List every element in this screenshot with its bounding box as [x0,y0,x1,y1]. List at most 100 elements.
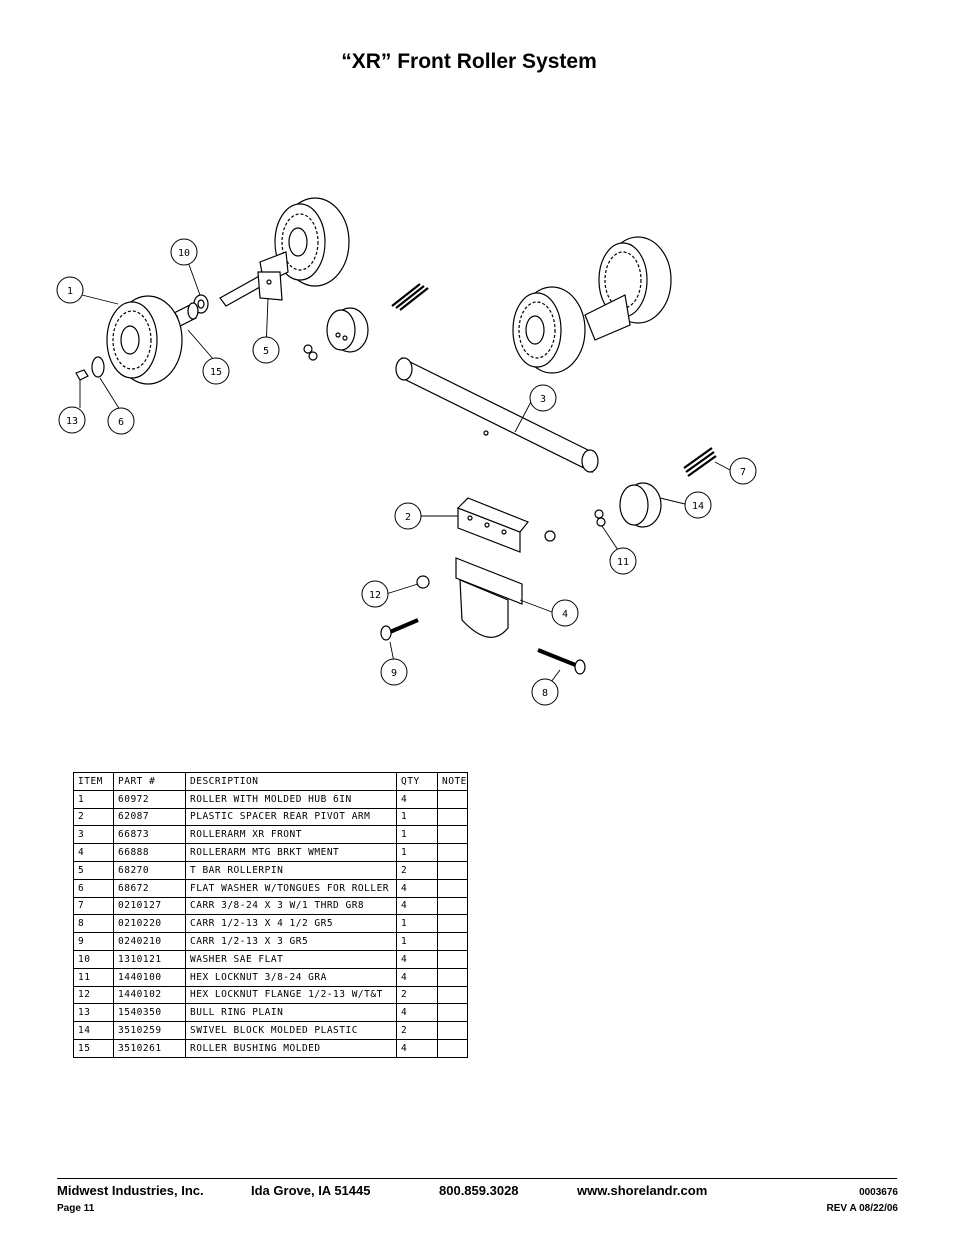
svg-text:6: 6 [118,417,124,428]
cell-part-number: 68270 [113,860,186,880]
header-item: ITEM [73,772,114,791]
cell-note [437,914,468,934]
cell-note [437,967,468,987]
callout-8: 8 [531,678,559,706]
roller-right-front [512,286,586,374]
header-part-number: PART # [113,772,186,791]
callout-2: 2 [394,502,422,530]
cell-qty: 2 [396,985,438,1005]
swivel-block-upper [326,307,369,353]
cell-note [437,985,468,1005]
cell-item: 6 [73,878,114,898]
cell-description: CARR 3/8-24 X 3 W/1 THRD GR8 [185,896,397,916]
table-header-row: ITEM PART # DESCRIPTION QTY NOTE [73,772,468,791]
cell-note [437,1003,468,1023]
cell-description: ROLLERARM XR FRONT [185,825,397,845]
plastic-spacer-2 [456,497,529,553]
cell-note [437,1038,468,1058]
callout-15: 15 [202,357,230,385]
cell-qty: 2 [396,1021,438,1040]
svg-text:3: 3 [540,394,546,405]
cell-description: HEX LOCKNUT 3/8-24 GRA [185,967,397,987]
cell-part-number: 66888 [113,843,186,862]
cell-part-number: 3510261 [113,1038,186,1058]
header-note: NOTE [437,772,468,791]
cell-qty: 1 [396,807,438,827]
cell-part-number: 1440102 [113,985,186,1005]
callout-13: 13 [58,406,86,434]
callout-14: 14 [684,491,712,519]
cell-description: ROLLER WITH MOLDED HUB 6IN [185,789,397,809]
cell-note [437,878,468,898]
header-qty: QTY [396,772,438,791]
svg-text:7: 7 [740,467,746,478]
cell-part-number: 3510259 [113,1021,186,1040]
cell-qty: 4 [396,896,438,916]
cell-part-number: 1540350 [113,1003,186,1023]
cell-note [437,825,468,845]
footer-doc-number: 0003676 [859,1187,898,1198]
cell-item: 13 [73,1003,114,1023]
cell-item: 3 [73,825,114,845]
mounting-bracket-4 [455,557,523,638]
cell-item: 4 [73,843,114,862]
t-bar-pin-left [219,251,289,307]
callout-5: 5 [252,336,280,364]
cell-description: BULL RING PLAIN [185,1003,397,1023]
cell-item: 2 [73,807,114,827]
cell-part-number: 68672 [113,878,186,898]
cell-note [437,896,468,916]
cell-qty: 4 [396,1038,438,1058]
svg-text:5: 5 [263,346,269,357]
cell-note [437,949,468,969]
cell-part-number: 60972 [113,789,186,809]
cell-qty: 1 [396,914,438,934]
cell-part-number: 0240210 [113,932,186,951]
callout-7: 7 [729,457,757,485]
cell-item: 15 [73,1038,114,1058]
cell-description: PLASTIC SPACER REAR PIVOT ARM [185,807,397,827]
exploded-parts-diagram: 1 10 5 15 13 6 3 7 14 2 11 12 4 9 8 [56,197,757,706]
svg-text:10: 10 [178,248,190,259]
cell-part-number: 0210127 [113,896,186,916]
cell-description: ROLLERARM MTG BRKT WMENT [185,843,397,862]
cell-item: 12 [73,985,114,1005]
svg-text:15: 15 [210,367,222,378]
svg-text:9: 9 [391,668,397,679]
cell-description: CARR 1/2-13 X 3 GR5 [185,932,397,951]
page-title: “XR” Front Roller System [341,50,597,73]
bull-ring-13 [75,369,89,381]
svg-text:13: 13 [66,416,78,427]
swivel-block-14 [619,482,662,528]
cell-description: CARR 1/2-13 X 4 1/2 GR5 [185,914,397,934]
roller-arm-3 [395,356,599,474]
callout-11: 11 [609,547,637,575]
cell-note [437,789,468,809]
callout-9: 9 [380,658,408,686]
cell-qty: 4 [396,967,438,987]
footer-company: Midwest Industries, Inc. [57,1183,204,1198]
cell-item: 14 [73,1021,114,1040]
cell-note [437,860,468,880]
cell-description: T BAR ROLLERPIN [185,860,397,880]
cell-qty: 4 [396,789,438,809]
cell-description: ROLLER BUSHING MOLDED [185,1038,397,1058]
cell-note [437,932,468,951]
cell-description: FLAT WASHER W/TONGUES FOR ROLLER [185,878,397,898]
footer-phone: 800.859.3028 [439,1183,519,1198]
footer-divider [57,1178,897,1179]
callout-3: 3 [529,384,557,412]
